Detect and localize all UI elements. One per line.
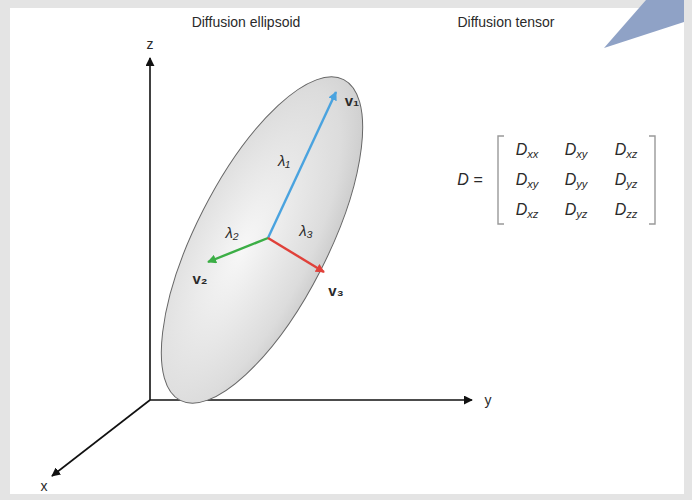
corner-tab [604,0,684,48]
white-panel [10,8,684,494]
axis-label: y [485,393,492,407]
tensor-entry: Dxz [516,202,539,218]
matrix-bracket-left [498,136,504,224]
tensor-entry: Dxy [516,172,539,188]
tensor-entry: Dyy [565,172,588,188]
eigenvalue-label: λ₁ [278,153,290,168]
tensor-entry: Dyz [615,172,638,188]
eigenvector-1 [268,92,336,238]
eigenvector-label: v₁ [345,93,360,108]
tensor-entry: Dxz [615,142,638,158]
axis-label: x [41,479,48,493]
z-axis [149,58,151,400]
panel-heading: Diffusion tensor [457,15,554,29]
tensor-entry: Dxy [565,142,588,158]
eigenvector-3 [268,238,324,272]
panel-heading: Diffusion ellipsoid [192,15,301,29]
tensor-entry: Dzz [615,202,638,218]
eigenvalue-label: λ₃ [299,223,312,238]
tensor-entry: Dxx [516,142,539,158]
eigenvector-2 [208,238,268,262]
matrix-bracket-right [649,136,655,224]
diffusion-ellipsoid [121,50,402,431]
tensor-symbol: D = [457,172,482,188]
eigenvector-label: v₂ [192,271,207,286]
axis-label: z [147,37,154,51]
tensor-entry: Dyz [565,202,588,218]
x-axis [52,400,150,476]
eigenvector-label: v₃ [328,283,343,298]
eigenvalue-label: λ₂ [225,225,238,240]
